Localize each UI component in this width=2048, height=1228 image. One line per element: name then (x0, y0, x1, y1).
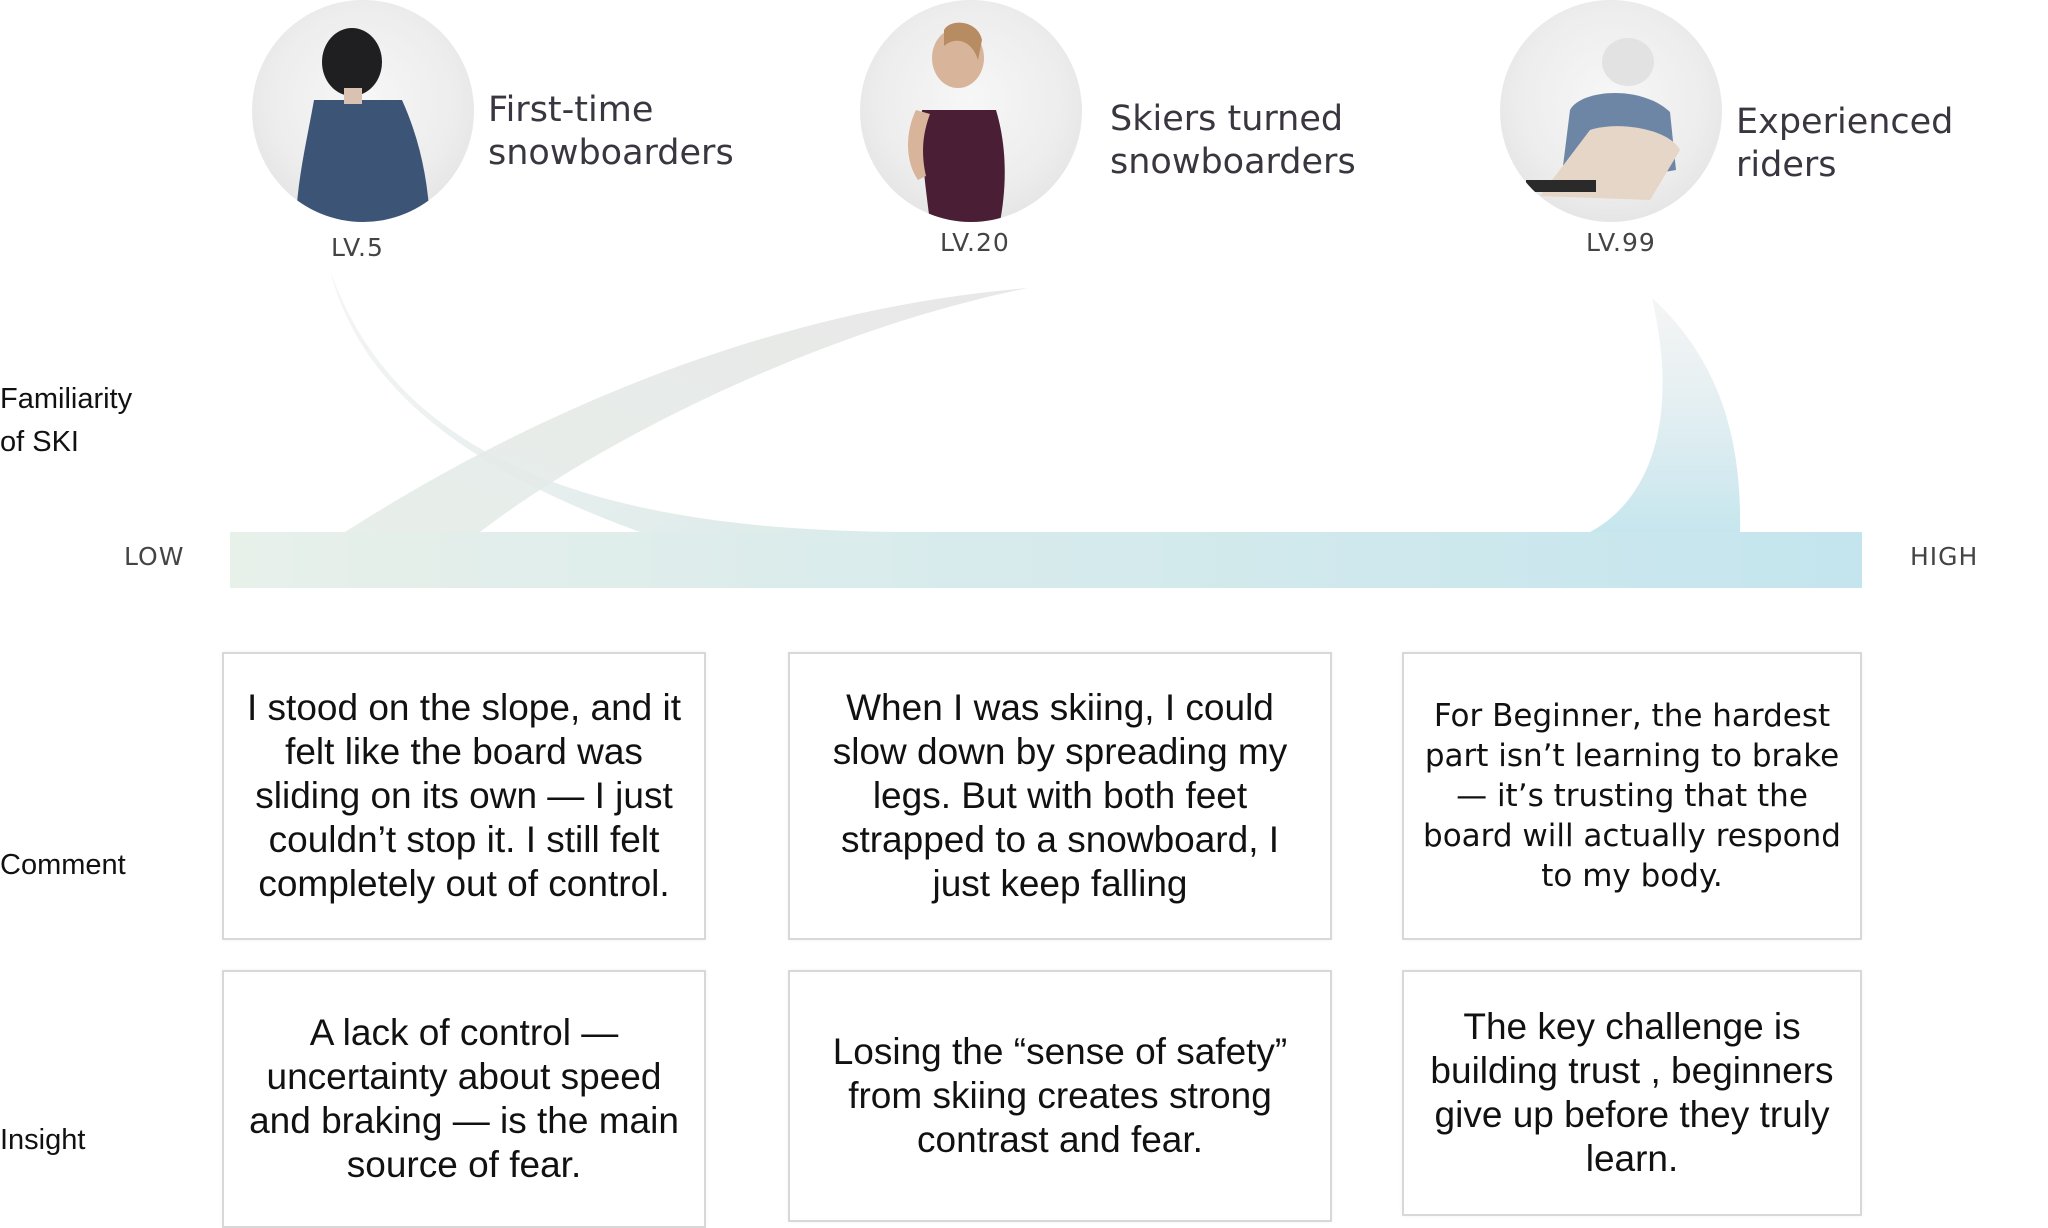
scale-high-label: HIGH (1910, 542, 1979, 571)
familiarity-bar (230, 532, 1862, 588)
insight-card-first-time: A lack of control — uncertainty about sp… (222, 970, 706, 1228)
comment-text: When I was skiing, I could slow down by … (832, 687, 1288, 904)
level-first-time: LV.5 (331, 233, 384, 262)
comment-text: I stood on the slope, and it felt like t… (246, 687, 682, 904)
insight-text: The key challenge is building trust , be… (1430, 1006, 1834, 1179)
familiarity-label: Familiarity of SKI (0, 383, 133, 458)
comment-row-label: Comment (0, 849, 126, 881)
comment-card-skiers: When I was skiing, I could slow down by … (788, 652, 1332, 940)
comment-text: For Beginner, the hardest part isn’t lea… (1423, 698, 1841, 894)
level-skiers: LV.20 (940, 228, 1010, 257)
avatar-first-time (252, 0, 474, 222)
arc-skiers (345, 288, 1028, 532)
avatar-experienced (1500, 0, 1722, 222)
insight-card-skiers: Losing the “sense of safety” from skiing… (788, 970, 1332, 1222)
persona-name-first-time: First-time snowboarders (488, 90, 734, 173)
persona-name-experienced: Experienced riders (1736, 102, 1954, 185)
person-icon (908, 22, 1005, 222)
familiarity-diagram (230, 270, 1862, 588)
person-icon (1526, 38, 1680, 200)
person-icon (296, 28, 430, 222)
insight-text: Losing the “sense of safety” from skiing… (832, 1031, 1288, 1160)
avatar-skiers (860, 0, 1082, 222)
arc-experienced (1590, 298, 1741, 532)
persona-name-skiers: Skiers turned snowboarders (1110, 99, 1356, 182)
insight-row-label: Insight (0, 1124, 86, 1156)
comment-card-first-time: I stood on the slope, and it felt like t… (222, 652, 706, 940)
insight-text: A lack of control — uncertainty about sp… (249, 1012, 679, 1185)
level-experienced: LV.99 (1586, 228, 1656, 257)
comment-card-experienced: For Beginner, the hardest part isn’t lea… (1402, 652, 1862, 940)
insight-card-experienced: The key challenge is building trust , be… (1402, 970, 1862, 1216)
scale-low-label: LOW (124, 542, 185, 571)
